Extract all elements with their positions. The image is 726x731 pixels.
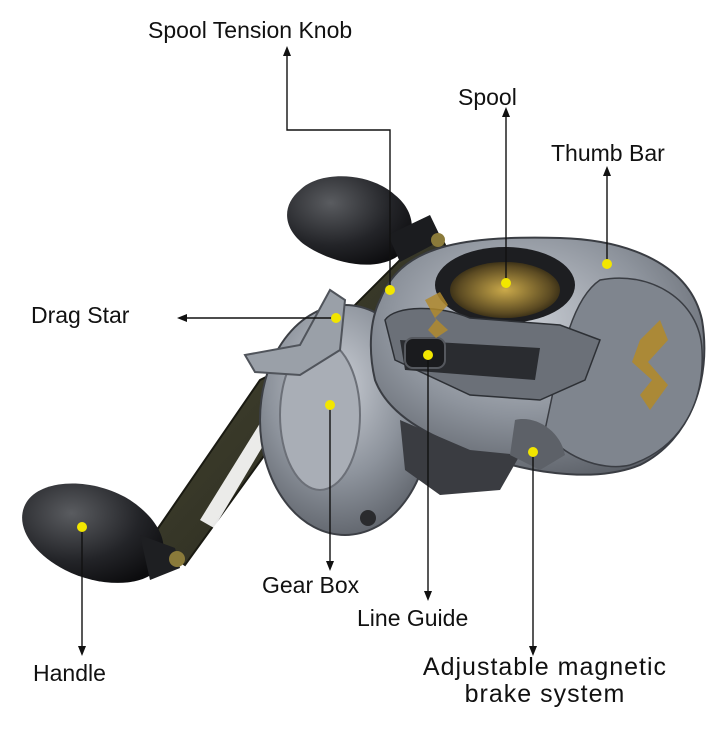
label-handle: Handle <box>33 660 106 686</box>
marker-drag-star <box>331 313 341 323</box>
markers <box>77 259 612 532</box>
upper-handle-knob <box>287 176 445 265</box>
marker-thumb-bar <box>602 259 612 269</box>
label-drag-star: Drag Star <box>31 302 130 328</box>
drag-star <box>243 288 347 377</box>
arrowhead-thumb-bar <box>603 166 611 176</box>
marker-spool <box>501 278 511 288</box>
leader-spool-tension-knob <box>286 52 391 288</box>
arrowheads <box>78 46 611 656</box>
reel-body <box>369 236 706 495</box>
label-magnetic-brake-line2: brake system <box>464 680 626 708</box>
label-spool: Spool <box>458 84 517 110</box>
lower-handle-knob <box>22 483 185 583</box>
marker-magnetic-brake <box>528 447 538 457</box>
marker-handle <box>77 522 87 532</box>
arrowhead-spool <box>502 107 510 117</box>
marker-spool-tension-knob <box>385 285 395 295</box>
leader-lines <box>81 52 608 650</box>
marker-line-guide <box>423 350 433 360</box>
arrowhead-spool-tension-knob <box>283 46 291 56</box>
arrowhead-drag-star <box>177 314 187 322</box>
label-line-guide: Line Guide <box>357 605 469 631</box>
arrowhead-gear-box <box>326 561 334 571</box>
label-spool-tension-knob: Spool Tension Knob <box>148 17 353 43</box>
arrowhead-magnetic-brake <box>529 646 537 656</box>
arrowhead-handle <box>78 646 86 656</box>
label-magnetic-brake-line1: Adjustable magnetic <box>422 653 668 681</box>
label-magnetic-brake: Adjustable magnetic brake system <box>404 654 686 708</box>
marker-gear-box <box>325 400 335 410</box>
label-thumb-bar: Thumb Bar <box>551 140 665 166</box>
arrowhead-line-guide <box>424 591 432 601</box>
label-gear-box: Gear Box <box>262 572 360 598</box>
